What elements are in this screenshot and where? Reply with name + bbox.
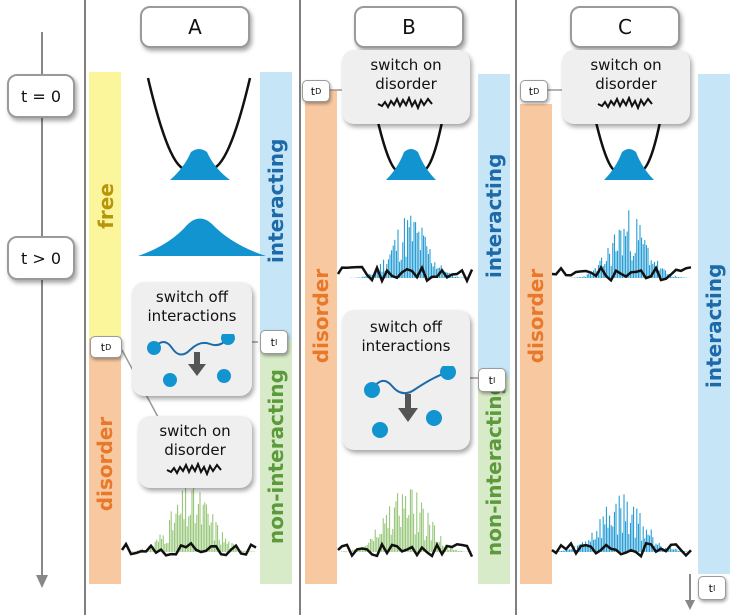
panel-label-B: B: [354, 6, 464, 48]
density-profile-B-interacting: [349, 215, 469, 278]
density-profile-A-noninteracting: [127, 483, 257, 552]
label-interacting-A: interacting: [264, 138, 288, 263]
bar-interacting-B: [478, 74, 510, 378]
label-noninteracting-B: non-interacting: [482, 381, 506, 556]
atoms-illustration: [364, 366, 456, 438]
disorder-potential-A-bottom: [120, 541, 257, 557]
atoms-illustration: [147, 334, 235, 387]
density-profile-C-interacting-bottom: [551, 494, 692, 552]
trapped-cloud-C: [604, 149, 654, 180]
disorder-icon: [166, 461, 222, 477]
bar-disorder-A: [89, 338, 121, 584]
time-label-t0: t = 0: [7, 74, 75, 118]
disorder-potential-C: [551, 265, 692, 283]
density-profile-C-interacting: [567, 210, 691, 278]
time-label-tpositive: t > 0: [7, 236, 75, 280]
bar-interacting-A: [260, 72, 292, 340]
disorder-potential-B-bottom: [337, 541, 474, 558]
label-disorder-C: disorder: [524, 268, 548, 364]
time-axis-arrow: [36, 575, 48, 588]
label-disorder-B: disorder: [309, 268, 333, 364]
bar-free-A: [89, 72, 121, 340]
density-profile-B-noninteracting: [339, 489, 472, 552]
disorder-icon: [377, 95, 433, 111]
label-interacting-B: interacting: [482, 153, 506, 278]
bar-disorder-B: [305, 90, 337, 584]
label-interacting-C: interacting: [702, 263, 726, 388]
label-free-A: free: [94, 183, 118, 229]
trapped-cloud-B: [386, 149, 436, 180]
callout-switch-on-disorder-A: switch on disorder: [138, 416, 252, 488]
disorder-icon: [597, 95, 653, 111]
disorder-potential-C-bottom: [551, 541, 692, 559]
bar-disorder-C: [520, 104, 552, 584]
panel-label-A: A: [140, 6, 250, 48]
disorder-potential-B: [336, 264, 474, 285]
callout-switch-on-disorder-B: switch on disorder: [342, 50, 470, 124]
bar-noninteracting-A: [260, 340, 292, 584]
trapped-cloud-A: [170, 149, 230, 180]
callout-switch-on-disorder-C: switch on disorder: [562, 50, 690, 124]
label-noninteracting-A: non-interacting: [264, 369, 288, 544]
panel-label-C: C: [570, 6, 680, 48]
label-disorder-A: disorder: [93, 416, 117, 512]
expanded-cloud-A: [138, 218, 266, 256]
callout-switch-off-interactions-A: switch off interactions: [132, 282, 252, 396]
bar-noninteracting-B: [478, 378, 510, 584]
callout-switch-off-interactions-B: switch off interactions: [342, 310, 470, 450]
bar-interacting-C: [698, 74, 730, 574]
